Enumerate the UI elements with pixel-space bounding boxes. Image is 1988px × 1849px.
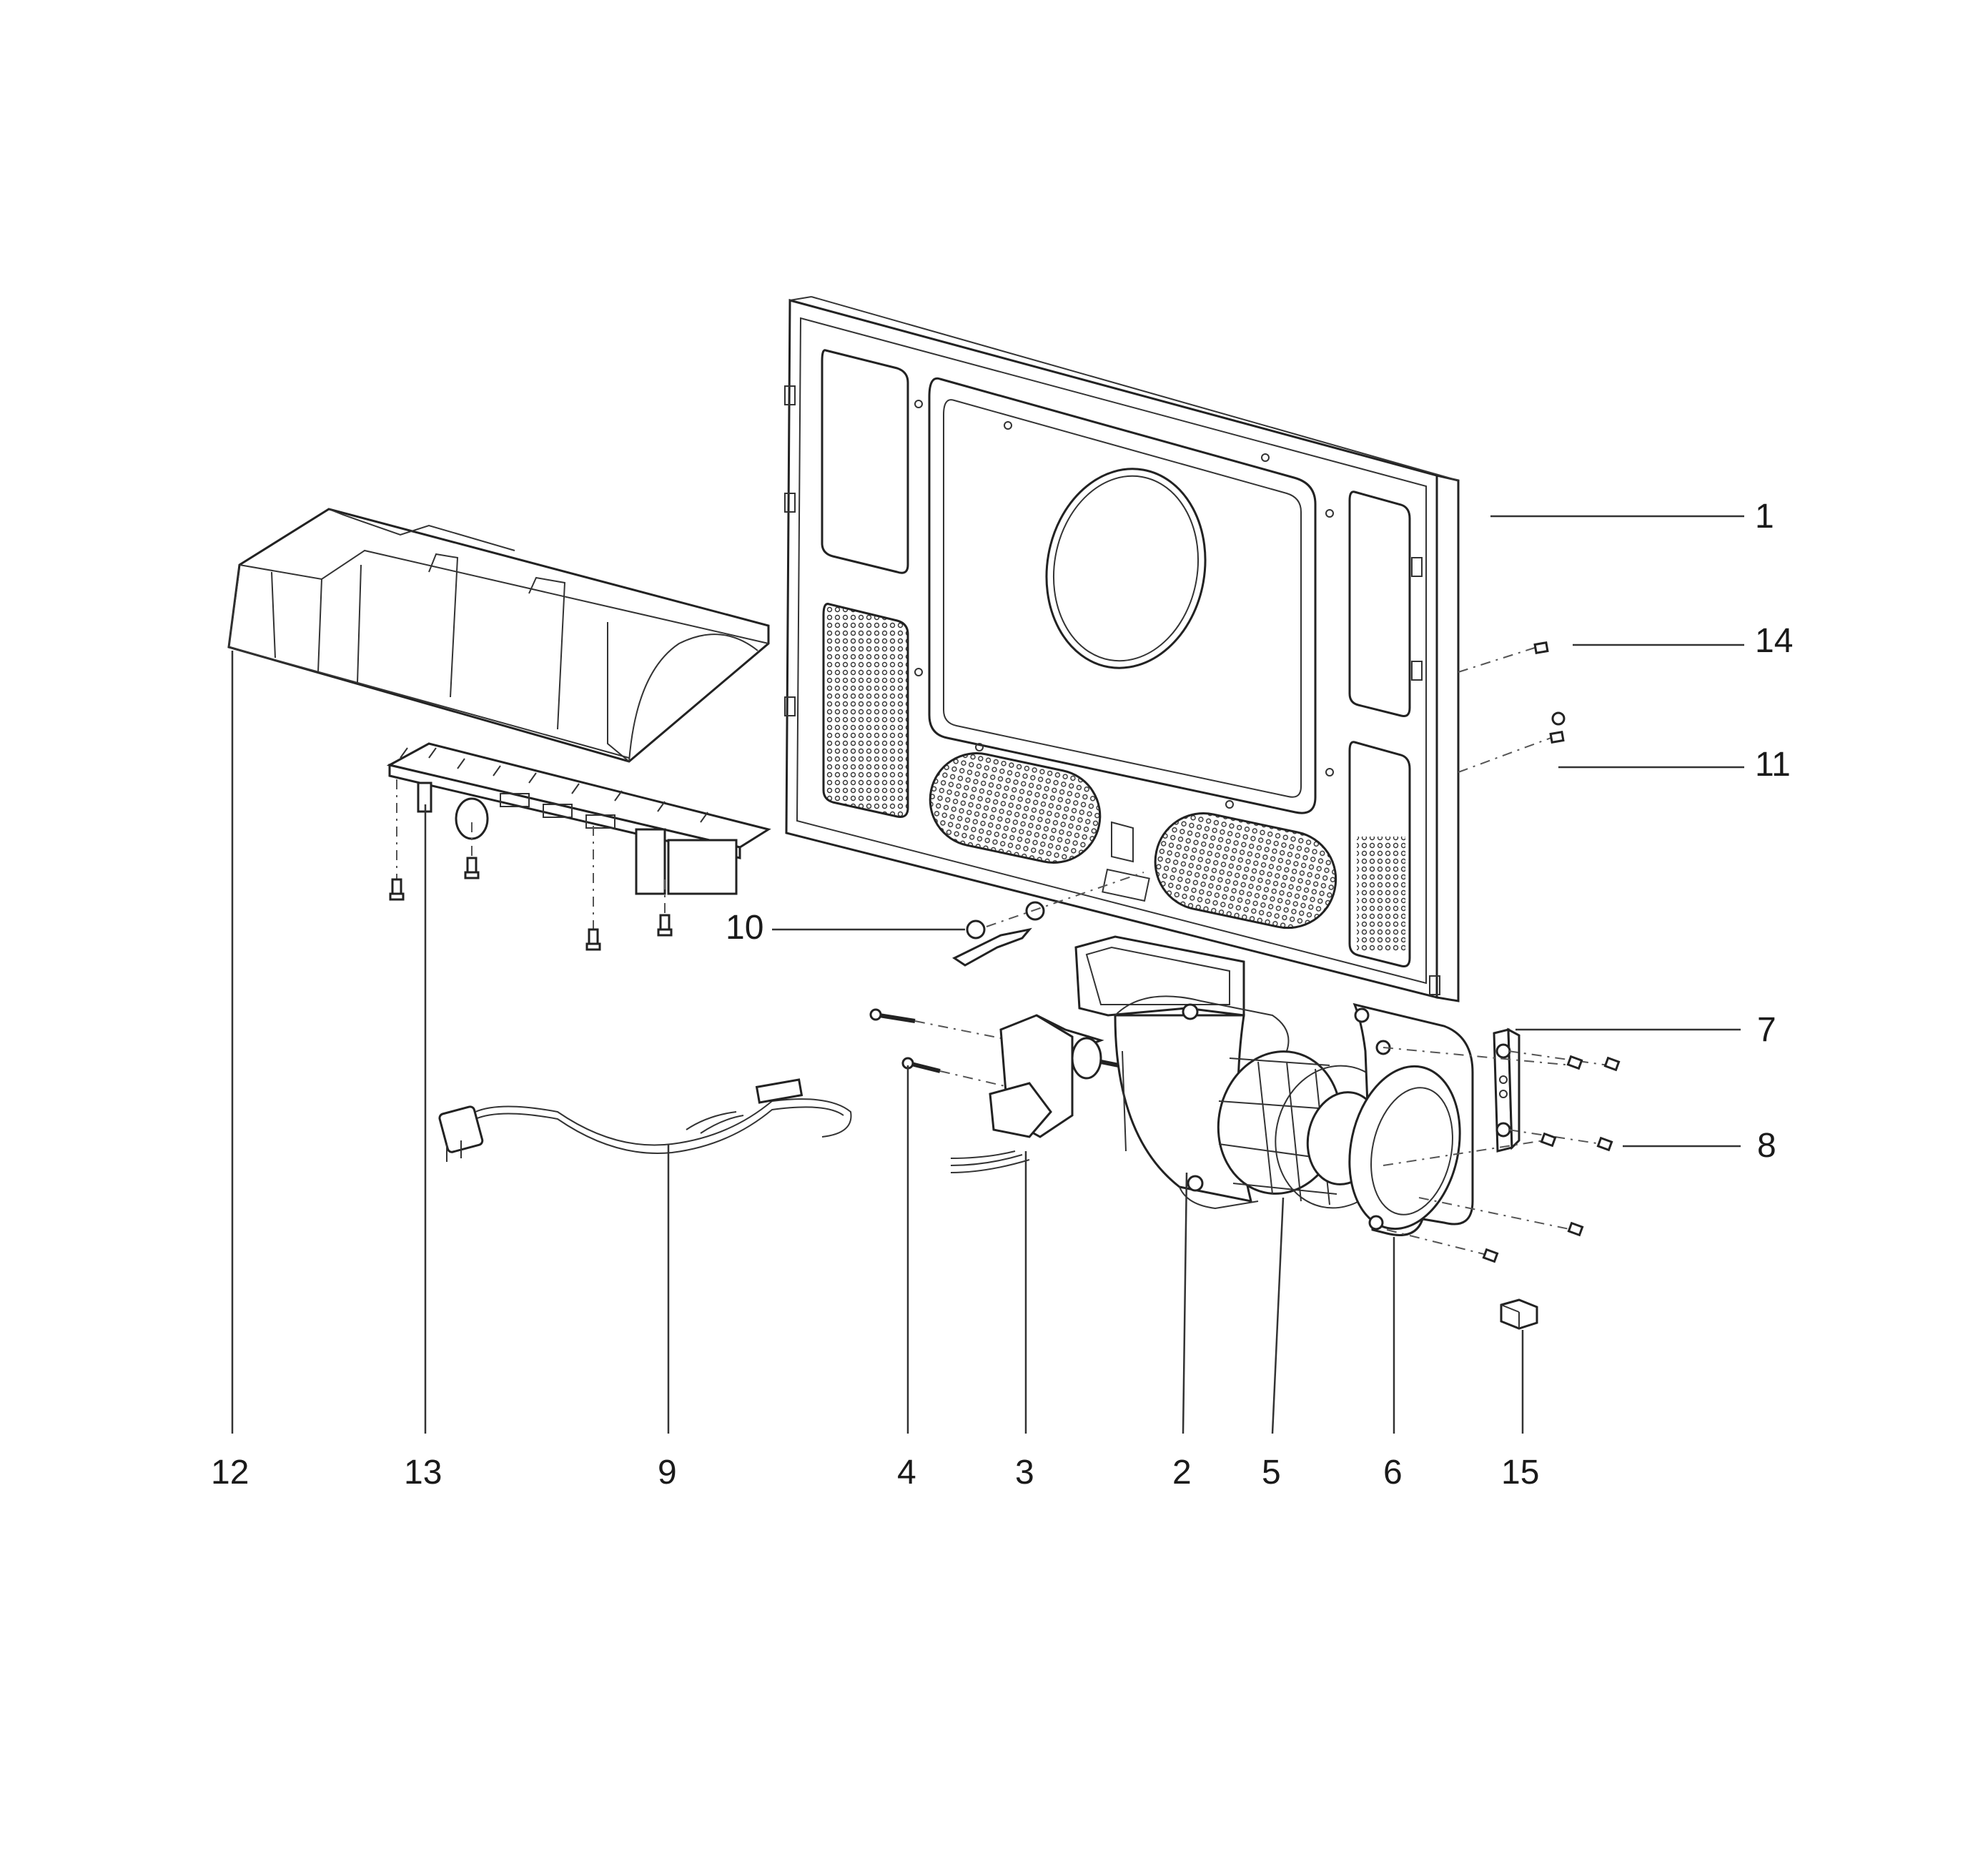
- callout-1: 1: [1755, 498, 1774, 536]
- power-cord: [438, 1078, 852, 1162]
- small-block: [1500, 1298, 1538, 1330]
- callout-6: 6: [1383, 1454, 1403, 1491]
- leader-lines: [231, 515, 1744, 1434]
- callout-7: 7: [1757, 1011, 1776, 1049]
- callout-15: 15: [1501, 1454, 1539, 1491]
- motor-bracket: [1493, 1027, 1520, 1153]
- control-board: [386, 742, 771, 895]
- callout-2: 2: [1172, 1454, 1192, 1491]
- cable-clip: [952, 872, 1144, 967]
- callout-4: 4: [897, 1454, 916, 1491]
- callout-12: 12: [211, 1454, 249, 1491]
- callout-11: 11: [1755, 746, 1791, 784]
- callout-9: 9: [658, 1454, 677, 1491]
- blower-housing: [1074, 935, 1290, 1210]
- callout-14: 14: [1755, 622, 1793, 660]
- top-cover: [227, 508, 770, 763]
- blower-back-plate: [1348, 1002, 1474, 1236]
- callout-8: 8: [1757, 1127, 1776, 1165]
- back-panel: [784, 296, 1460, 1002]
- callout-10: 10: [726, 909, 763, 947]
- callout-labels: 1 14 11 10 7 8 12 13 9 4 3 2 5 6 15: [211, 498, 1793, 1491]
- pcb-screws: [389, 779, 673, 951]
- callout-3: 3: [1015, 1454, 1034, 1491]
- callout-13: 13: [404, 1454, 442, 1491]
- callout-5: 5: [1262, 1454, 1281, 1491]
- fan-motor: [950, 1014, 1137, 1173]
- small-screws: [1383, 641, 1621, 1263]
